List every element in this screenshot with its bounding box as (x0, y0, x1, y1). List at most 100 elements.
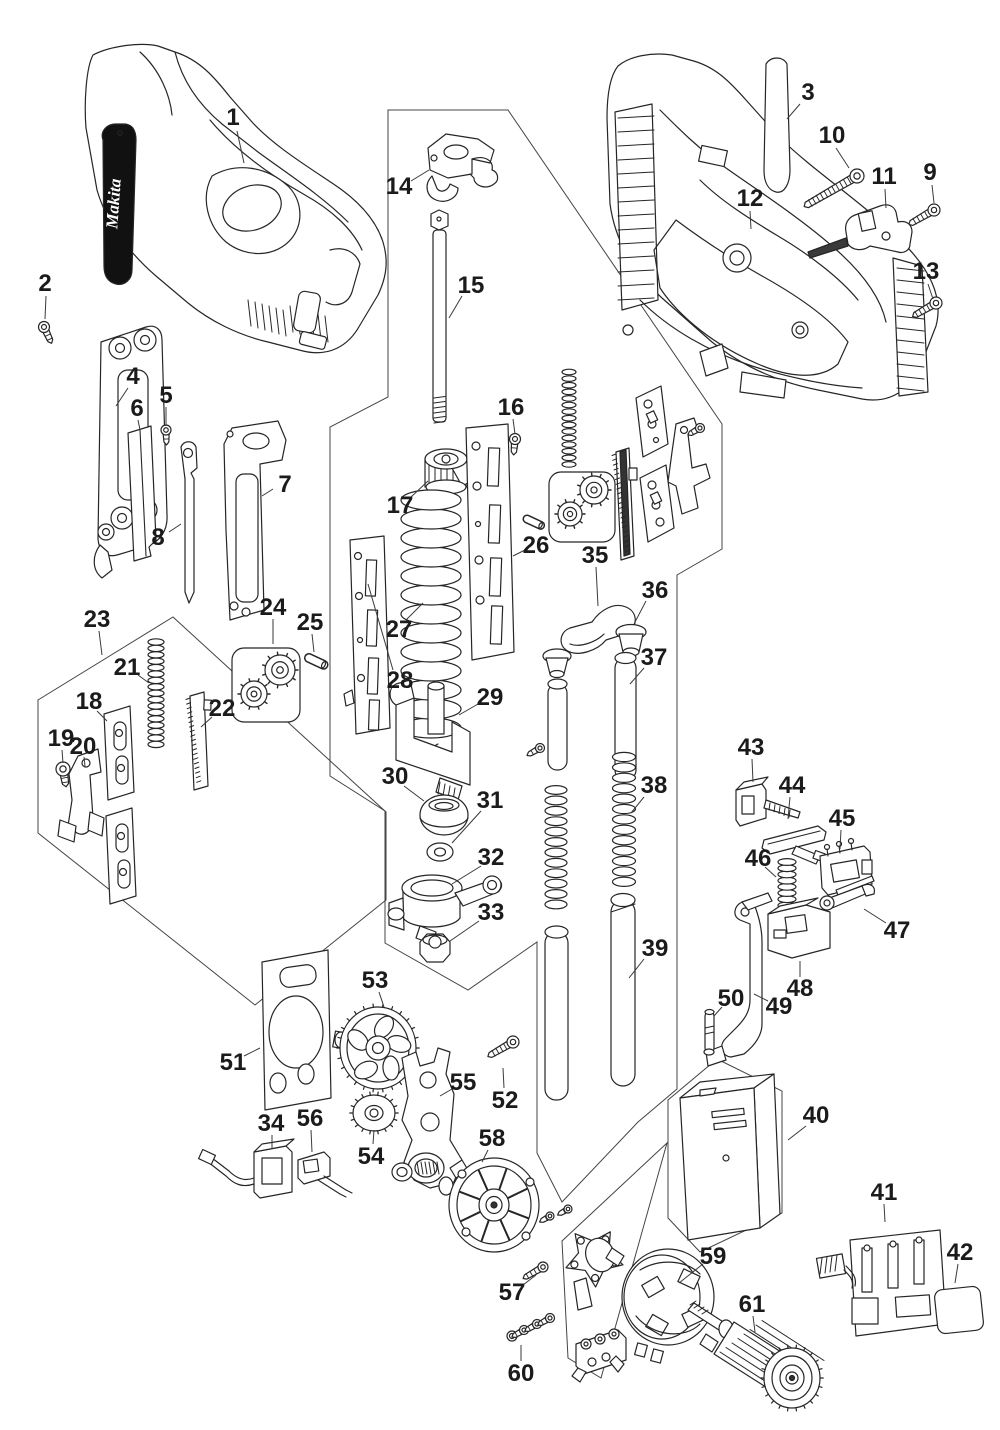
leader-line-53 (378, 991, 385, 1008)
part-label-37: 37 (641, 644, 668, 671)
part-cap-36 (615, 623, 647, 657)
part-plate-26 (465, 423, 515, 661)
leader-line-16 (512, 418, 516, 435)
part-label-44: 44 (779, 772, 806, 799)
part-label-8: 8 (151, 524, 164, 551)
leader-line-51 (243, 1047, 261, 1057)
part-bumper-30 (419, 794, 469, 836)
part-label-2: 2 (38, 270, 51, 297)
leader-line-38 (630, 796, 645, 814)
part-label-12: 12 (737, 185, 764, 212)
leader-line-27 (405, 602, 424, 621)
part-label-33: 33 (478, 899, 505, 926)
part-label-57: 57 (499, 1279, 526, 1306)
part-label-50: 50 (718, 985, 745, 1012)
part-label-36: 36 (642, 577, 669, 604)
part-blade-strip-3 (763, 57, 791, 193)
part-bracket-55 (391, 1047, 463, 1189)
leader-line-15 (448, 295, 463, 319)
leader-line-18 (96, 710, 108, 722)
leader-line-46 (764, 866, 777, 878)
leader-line-7 (261, 488, 274, 497)
part-connector-56 (297, 1151, 353, 1198)
part-label-3: 3 (801, 79, 814, 106)
part-label-42: 42 (947, 1239, 974, 1266)
part-rod-left (547, 678, 568, 771)
part-label-10: 10 (819, 122, 846, 149)
part-cap-left (542, 648, 572, 679)
part-label-9: 9 (923, 159, 936, 186)
leader-line-19 (61, 749, 64, 764)
part-label-32: 32 (478, 844, 505, 871)
part-screw-9 (908, 203, 941, 227)
part-label-26: 26 (523, 532, 550, 559)
part-gasket-51 (261, 949, 332, 1111)
leader-line-55 (439, 1088, 453, 1097)
part-spring-46 (777, 857, 797, 910)
part-label-13: 13 (913, 258, 940, 285)
part-base-32 (387, 874, 503, 945)
leader-line-40 (787, 1125, 807, 1141)
part-label-30: 30 (382, 763, 409, 790)
leader-line-54 (372, 1129, 375, 1145)
section-boundary-2 (37, 616, 387, 1006)
part-box-43 (735, 776, 801, 827)
part-terminal-41 (815, 1229, 947, 1337)
part-label-39: 39 (642, 935, 669, 962)
part-pin-25 (304, 653, 329, 670)
part-label-14: 14 (386, 173, 413, 200)
leader-line-35 (595, 566, 599, 607)
part-bracket-14 (426, 133, 499, 202)
leader-line-10 (835, 147, 850, 169)
leader-line-41 (883, 1203, 886, 1223)
leader-line-23 (98, 630, 103, 656)
part-plate-28 (343, 535, 391, 735)
leader-line-47 (863, 908, 887, 924)
part-label-23: 23 (84, 606, 111, 633)
part-mid-coil-rack (561, 368, 577, 468)
part-housing-left: Makita (84, 43, 387, 354)
part-blocks-18 (103, 705, 137, 905)
section-boundary-1 (329, 109, 723, 1203)
part-label-45: 45 (829, 805, 856, 832)
part-tube-left (544, 925, 569, 1101)
part-switch-34 (197, 1138, 295, 1199)
leader-line-6 (137, 419, 141, 431)
part-label-47: 47 (884, 917, 911, 944)
part-label-61: 61 (739, 1291, 766, 1318)
leader-line-45 (839, 829, 842, 850)
leader-line-13 (927, 283, 934, 300)
part-label-51: 51 (220, 1049, 247, 1076)
part-screw-52 (487, 1035, 520, 1058)
leader-line-52 (502, 1067, 505, 1089)
part-arm-49 (705, 892, 773, 1067)
part-label-7: 7 (278, 471, 291, 498)
part-box-48 (767, 897, 831, 959)
part-label-15: 15 (458, 272, 485, 299)
part-mid-plate-b (639, 464, 675, 543)
leader-line-33 (449, 920, 480, 942)
part-armature-61 (687, 1300, 825, 1412)
part-label-40: 40 (803, 1102, 830, 1129)
part-plate-6 (127, 425, 157, 562)
part-tube-39 (610, 892, 636, 1087)
part-rod-15 (430, 209, 449, 424)
leader-line-28 (367, 583, 394, 671)
leader-line-14 (410, 169, 430, 182)
part-label-34: 34 (258, 1110, 285, 1137)
part-label-29: 29 (477, 684, 504, 711)
part-label-60: 60 (508, 1360, 535, 1387)
part-screw-16 (508, 432, 522, 456)
part-screw-2 (37, 320, 54, 344)
part-mid-gearbox (548, 471, 616, 543)
part-lever-35 (560, 604, 636, 654)
leader-line-3 (786, 103, 801, 120)
part-label-56: 56 (297, 1105, 324, 1132)
leader-line-2 (44, 295, 47, 320)
leader-line-39 (628, 958, 645, 979)
leader-line-20 (83, 756, 86, 767)
leader-line-25 (311, 633, 315, 653)
